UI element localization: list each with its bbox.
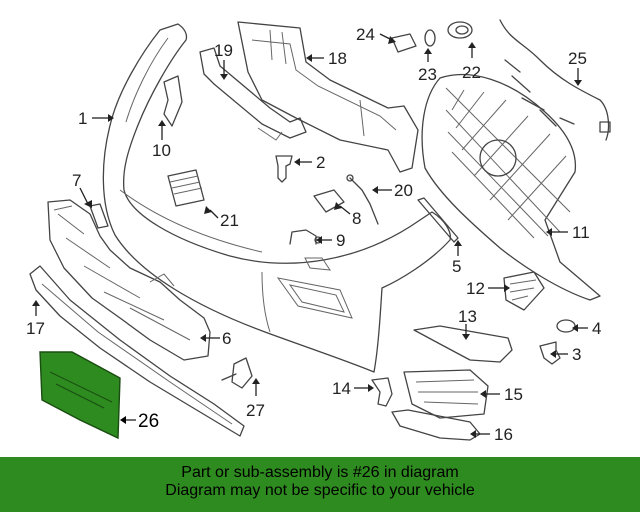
part-trim-13 (413, 325, 513, 363)
leader-lines (32, 33, 588, 438)
callout-14: 14 (332, 379, 351, 398)
callout-4: 4 (592, 319, 601, 338)
callout-27: 27 (246, 401, 265, 420)
part-cap-8 (313, 189, 345, 213)
callout-18: 18 (328, 49, 347, 68)
banner-line-1: Part or sub-assembly is #26 in diagram (181, 464, 459, 481)
callout-10: 10 (152, 141, 171, 160)
callout-23: 23 (418, 65, 437, 84)
part-strip-16 (391, 409, 481, 441)
callout-13: 13 (458, 307, 477, 326)
callout-8: 8 (352, 209, 361, 228)
part-bracket-10 (163, 75, 183, 127)
parts-diagram-svg: 1 2 3 4 5 6 7 8 9 10 11 12 13 14 15 16 1… (26, 19, 611, 444)
callout-11: 11 (572, 223, 590, 242)
callout-20: 20 (394, 181, 413, 200)
part-vent-12 (503, 271, 545, 311)
part-rod-20 (346, 174, 379, 225)
part-lower-carrier (47, 199, 211, 361)
callout-19: 19 (214, 41, 233, 60)
callout-12: 12 (466, 279, 485, 298)
part-strip-5 (417, 197, 459, 243)
part-license-plate-bracket (39, 351, 121, 440)
callout-6: 6 (222, 329, 231, 348)
part-wiring-25 (499, 19, 611, 141)
part-ring-4 (556, 319, 576, 333)
callout-22: 22 (462, 63, 481, 82)
callout-7: 7 (72, 171, 81, 190)
part-lower-spoiler (29, 265, 245, 437)
part-bracket-14 (371, 377, 393, 407)
callout-17: 17 (26, 319, 45, 338)
part-bracket-bar (199, 47, 307, 141)
callout-24: 24 (356, 25, 375, 44)
banner-line-2: Diagram may not be specific to your vehi… (165, 482, 475, 499)
part-bumper-cover (102, 23, 451, 373)
part-sensor-27 (221, 357, 253, 389)
callout-26: 26 (138, 411, 159, 432)
part-trim-7 (89, 203, 109, 229)
callout-2: 2 (316, 153, 325, 172)
callout-3: 3 (572, 345, 581, 364)
callout-25: 25 (568, 49, 587, 68)
part-fog-grille (403, 369, 489, 419)
part-clip-2 (275, 155, 293, 183)
part-upper-carrier (237, 21, 419, 173)
part-grille (421, 74, 601, 301)
info-banner: Part or sub-assembly is #26 in diagram D… (0, 457, 640, 512)
callout-15: 15 (504, 385, 523, 404)
part-ring-23 (424, 29, 436, 47)
callout-1: 1 (78, 109, 87, 128)
part-hook-9 (289, 229, 322, 245)
part-module-21 (167, 169, 205, 207)
callout-labels: 1 2 3 4 5 6 7 8 9 10 11 12 13 14 15 16 1… (26, 25, 601, 444)
part-sensor-24 (391, 33, 417, 53)
callout-5: 5 (452, 257, 461, 276)
callout-9: 9 (336, 231, 345, 250)
part-sensor-22 (447, 21, 473, 39)
callout-21: 21 (220, 211, 239, 230)
part-bolt-3 (539, 341, 561, 365)
callout-16: 16 (494, 425, 513, 444)
parts-diagram: 1 2 3 4 5 6 7 8 9 10 11 12 13 14 15 16 1… (26, 19, 611, 444)
